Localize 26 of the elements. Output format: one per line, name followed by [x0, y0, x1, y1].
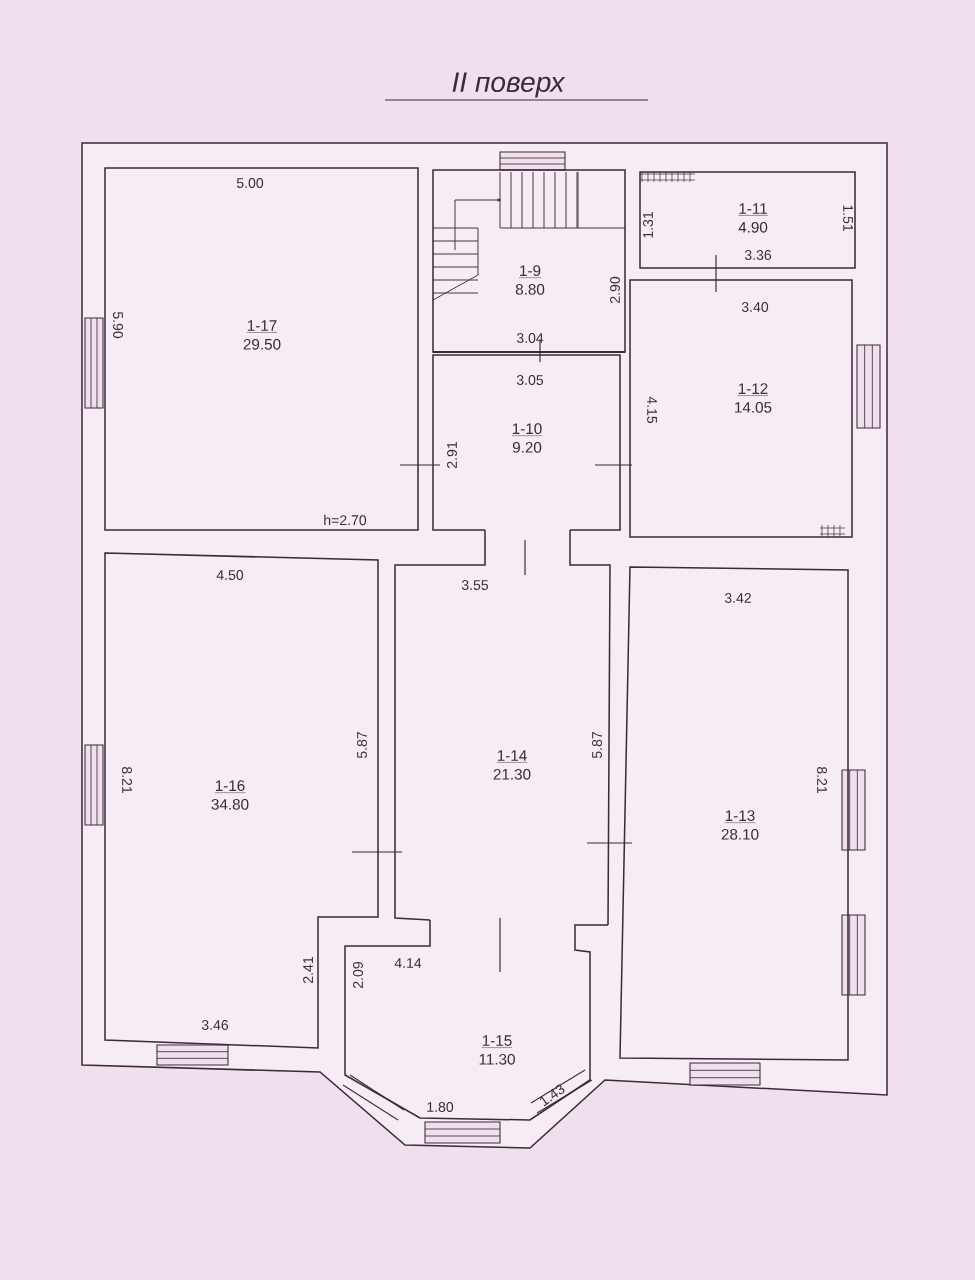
dimension-label: 3.42	[724, 593, 751, 603]
dimension-label: 8.21	[122, 766, 132, 793]
title: II поверх	[384, 72, 649, 101]
dimension-label: 4.50	[216, 570, 244, 580]
dimension-label: 1.43	[540, 1084, 565, 1107]
dimension-label: 8.21	[817, 766, 827, 793]
dimension-label: 4.15	[647, 396, 657, 424]
dimension-label: 1.51	[843, 205, 853, 231]
dimension-label: 3.04	[516, 333, 544, 343]
dimension-label: 1.80	[427, 1102, 454, 1112]
dimension-label: 3.05	[516, 375, 544, 385]
dimension-label: 5.00	[236, 178, 264, 188]
dimension-label: 1.31	[643, 212, 653, 238]
dimension-label: 3.36	[744, 250, 772, 260]
dimension-label: 2.41	[303, 957, 313, 983]
dimension-label: 2.91	[447, 442, 457, 468]
dimension-label: 5.87	[357, 732, 367, 759]
dimension-label: 5.90	[113, 311, 123, 339]
dimension-label: h=2.70	[324, 514, 367, 526]
dimension-label: 2.09	[353, 962, 363, 988]
dimension-label: 3.46	[201, 1020, 229, 1030]
dimension-label: 3.40	[741, 302, 769, 312]
dimension-label: 4.14	[394, 958, 422, 968]
dimension-label: 2.90	[610, 276, 620, 303]
dimension-label: 5.87	[592, 732, 602, 759]
dimension-label: 3.55	[461, 580, 489, 590]
